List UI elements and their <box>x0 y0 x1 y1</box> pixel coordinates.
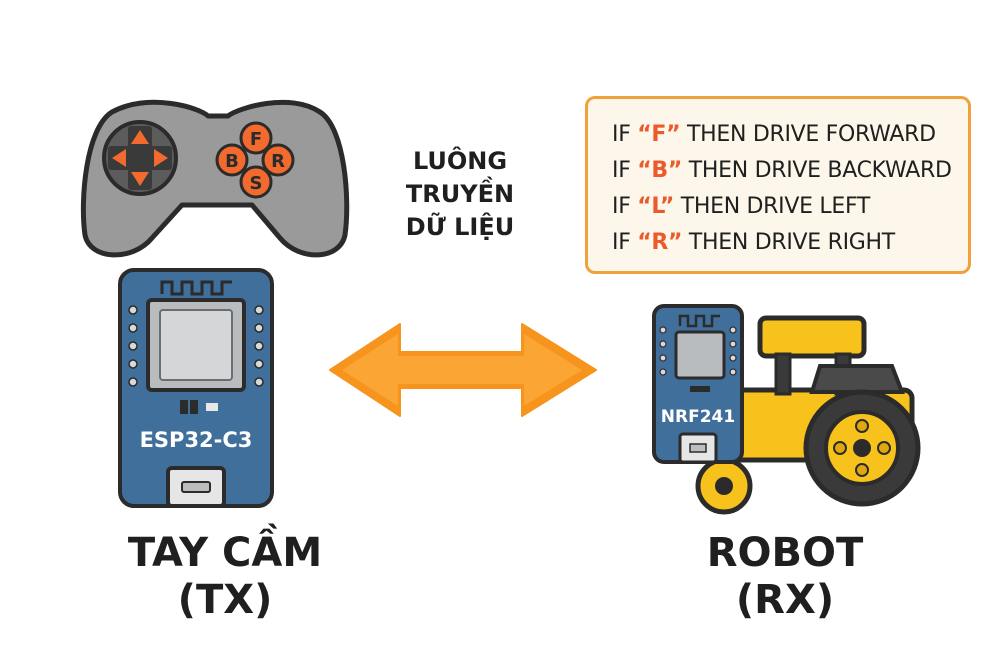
rule-backward: IF “B” THEN DRIVE BACKWARD <box>612 153 968 189</box>
rule-forward: IF “F” THEN DRIVE FORWARD <box>612 117 968 153</box>
rule-key: “B” <box>637 158 683 183</box>
action-buttons: F B R S <box>215 121 295 199</box>
stream-label-line: DỮ LIỆU <box>405 213 515 242</box>
button-s-label: S <box>250 173 263 194</box>
command-rules-box: IF “F” THEN DRIVE FORWARD IF “B” THEN DR… <box>585 96 971 274</box>
data-stream-label: LUÔNG TRUYỀN DỮ LIỆU <box>360 145 560 244</box>
button-r-label: R <box>271 151 285 172</box>
transmitter-caption: TAY CẦM (TX) <box>60 530 390 624</box>
antenna-trace-icon <box>160 280 232 296</box>
rule-action: THEN DRIVE LEFT <box>674 194 871 219</box>
rule-key: “F” <box>637 122 681 147</box>
double-arrow-icon <box>329 323 597 417</box>
rule-prefix: IF <box>612 122 638 147</box>
rule-action: THEN DRIVE FORWARD <box>680 122 936 147</box>
dpad-icon <box>102 120 178 196</box>
nrf-antenna-icon <box>678 314 720 328</box>
rule-prefix: IF <box>612 158 638 183</box>
rule-left: IF “L” THEN DRIVE LEFT <box>612 189 968 225</box>
receiver-title: ROBOT <box>706 530 864 576</box>
stream-label-line: TRUYỀN <box>405 180 515 209</box>
nrf-board-icon: NRF241 <box>652 304 744 464</box>
transmitter-title: TAY CẦM <box>127 530 323 576</box>
receiver-caption: ROBOT (RX) <box>620 530 950 624</box>
button-b-label: B <box>225 151 239 172</box>
robot-car-icon <box>687 315 921 515</box>
pin-header-icon <box>128 305 264 387</box>
esp32-board-icon: ESP32-C3 <box>118 268 274 508</box>
esp32-board-label: ESP32-C3 <box>140 428 253 452</box>
nrf-board-label: NRF241 <box>661 407 735 427</box>
rule-right: IF “R” THEN DRIVE RIGHT <box>612 225 968 261</box>
button-f-label: F <box>250 129 262 150</box>
rule-action: THEN DRIVE RIGHT <box>682 230 895 255</box>
rule-action: THEN DRIVE BACKWARD <box>682 158 952 183</box>
transmitter-subtitle: (TX) <box>177 577 273 624</box>
rule-key: “L” <box>637 194 675 219</box>
rule-prefix: IF <box>612 230 638 255</box>
stream-label-line: LUÔNG <box>412 147 508 175</box>
rule-prefix: IF <box>612 194 638 219</box>
rule-key: “R” <box>637 230 683 255</box>
receiver-subtitle: (RX) <box>735 577 835 624</box>
gamepad-icon: F B R S <box>80 99 350 258</box>
